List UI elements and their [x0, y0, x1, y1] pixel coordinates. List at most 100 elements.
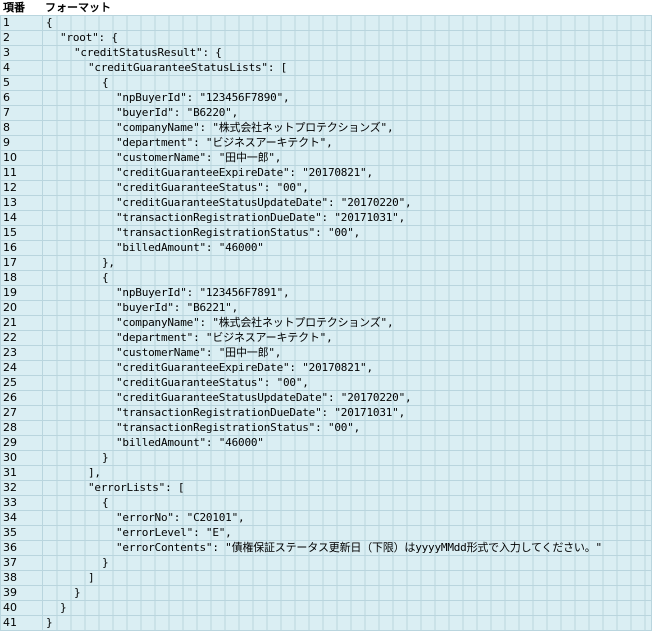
format-cell[interactable]: "creditGuaranteeStatusUpdateDate": "2017… — [42, 390, 652, 406]
format-cell[interactable]: "errorNo": "C20101", — [42, 510, 652, 526]
row-number-cell[interactable]: 32 — [0, 480, 43, 496]
row-number-cell[interactable]: 31 — [0, 465, 43, 481]
row-number-cell[interactable]: 18 — [0, 270, 43, 286]
format-cell[interactable]: "customerName": "田中一郎", — [42, 150, 652, 166]
row-number-cell[interactable]: 15 — [0, 225, 43, 241]
row-number-cell[interactable]: 14 — [0, 210, 43, 226]
row-number-cell[interactable]: 7 — [0, 105, 43, 121]
row-number-cell[interactable]: 3 — [0, 45, 43, 61]
row-number-cell[interactable]: 23 — [0, 345, 43, 361]
row-number-cell[interactable]: 25 — [0, 375, 43, 391]
format-cell[interactable]: "npBuyerId": "123456F7891", — [42, 285, 652, 301]
format-cell[interactable]: } — [42, 615, 652, 631]
format-cell[interactable]: "companyName": "株式会社ネットプロテクションズ", — [42, 120, 652, 136]
format-cell[interactable]: "buyerId": "B6221", — [42, 300, 652, 316]
row-number-cell[interactable]: 27 — [0, 405, 43, 421]
row-number-cell[interactable]: 22 — [0, 330, 43, 346]
row-number-cell[interactable]: 5 — [0, 75, 43, 91]
format-line-text: "billedAmount": "46000" — [116, 436, 264, 450]
row-number-cell[interactable]: 16 — [0, 240, 43, 256]
format-cell[interactable]: "transactionRegistrationDueDate": "20171… — [42, 405, 652, 421]
row-number-cell[interactable]: 30 — [0, 450, 43, 466]
row-number-cell[interactable]: 21 — [0, 315, 43, 331]
table-row: 4"creditGuaranteeStatusLists": [ — [0, 60, 652, 76]
row-number-cell[interactable]: 11 — [0, 165, 43, 181]
format-cell[interactable]: }, — [42, 255, 652, 271]
row-number-cell[interactable]: 35 — [0, 525, 43, 541]
row-number-cell[interactable]: 28 — [0, 420, 43, 436]
table-row: 29 "billedAmount": "46000" — [0, 435, 652, 451]
column-header-number[interactable]: 項番 — [0, 0, 43, 16]
format-line-text: } — [60, 601, 67, 615]
row-number-cell[interactable]: 40 — [0, 600, 43, 616]
format-cell[interactable]: ], — [42, 465, 652, 481]
format-cell[interactable]: "creditStatusResult": { — [42, 45, 652, 61]
format-line-text: "creditGuaranteeStatusUpdateDate": "2017… — [116, 196, 412, 210]
format-cell[interactable]: "transactionRegistrationStatus": "00", — [42, 225, 652, 241]
row-number-cell[interactable]: 6 — [0, 90, 43, 106]
format-cell[interactable]: { — [42, 15, 652, 31]
format-cell[interactable]: "customerName": "田中一郎", — [42, 345, 652, 361]
row-number-cell[interactable]: 1 — [0, 15, 43, 31]
format-line-text: { — [102, 496, 109, 510]
format-line-text: "buyerId": "B6221", — [116, 301, 239, 315]
format-cell[interactable]: "creditGuaranteeStatus": "00", — [42, 180, 652, 196]
table-row: 2"root": { — [0, 30, 652, 46]
row-number-cell[interactable]: 36 — [0, 540, 43, 556]
row-number-cell[interactable]: 37 — [0, 555, 43, 571]
row-number-cell[interactable]: 24 — [0, 360, 43, 376]
row-number-cell[interactable]: 13 — [0, 195, 43, 211]
format-cell[interactable]: } — [42, 585, 652, 601]
row-number-cell[interactable]: 34 — [0, 510, 43, 526]
format-cell[interactable]: "errorLevel": "E", — [42, 525, 652, 541]
row-number-cell[interactable]: 12 — [0, 180, 43, 196]
row-number-cell[interactable]: 41 — [0, 615, 43, 631]
format-cell[interactable]: "errorContents": "債権保証ステータス更新日（下限）はyyyyM… — [42, 540, 652, 556]
format-cell[interactable]: "companyName": "株式会社ネットプロテクションズ", — [42, 315, 652, 331]
row-number-cell[interactable]: 17 — [0, 255, 43, 271]
format-cell[interactable]: "creditGuaranteeExpireDate": "20170821", — [42, 360, 652, 376]
format-cell[interactable]: { — [42, 270, 652, 286]
table-row: 35"errorLevel": "E", — [0, 525, 652, 541]
row-number-cell[interactable]: 39 — [0, 585, 43, 601]
row-number-cell[interactable]: 2 — [0, 30, 43, 46]
row-number-cell[interactable]: 19 — [0, 285, 43, 301]
row-number-cell[interactable]: 10 — [0, 150, 43, 166]
column-header-format[interactable]: フォーマット — [42, 0, 652, 16]
format-cell[interactable]: } — [42, 555, 652, 571]
format-cell[interactable]: "billedAmount": "46000" — [42, 240, 652, 256]
format-cell[interactable]: "transactionRegistrationDueDate": "20171… — [42, 210, 652, 226]
table-row: 24"creditGuaranteeExpireDate": "20170821… — [0, 360, 652, 376]
format-cell[interactable]: "root": { — [42, 30, 652, 46]
format-cell[interactable]: "errorLists": [ — [42, 480, 652, 496]
format-cell[interactable]: "creditGuaranteeStatusLists": [ — [42, 60, 652, 76]
format-cell[interactable]: "npBuyerId": "123456F7890", — [42, 90, 652, 106]
format-cell[interactable]: "transactionRegistrationStatus": "00", — [42, 420, 652, 436]
row-number-cell[interactable]: 29 — [0, 435, 43, 451]
format-cell[interactable]: } — [42, 450, 652, 466]
row-number-cell[interactable]: 20 — [0, 300, 43, 316]
row-number-cell[interactable]: 26 — [0, 390, 43, 406]
format-line-text: "npBuyerId": "123456F7891", — [116, 286, 290, 300]
table-row: 8"companyName": "株式会社ネットプロテクションズ", — [0, 120, 652, 136]
format-cell[interactable]: } — [42, 600, 652, 616]
format-cell[interactable]: "department": "ビジネスアーキテクト", — [42, 330, 652, 346]
format-line-text: ] — [88, 571, 95, 585]
format-cell[interactable]: "buyerId": "B6220", — [42, 105, 652, 121]
format-line-text: } — [102, 556, 109, 570]
table-row: 12"creditGuaranteeStatus": "00", — [0, 180, 652, 196]
header-row: 項番 フォーマット — [0, 0, 652, 16]
row-number-cell[interactable]: 8 — [0, 120, 43, 136]
format-cell[interactable]: "creditGuaranteeExpireDate": "20170821", — [42, 165, 652, 181]
row-number-cell[interactable]: 9 — [0, 135, 43, 151]
format-cell[interactable]: ] — [42, 570, 652, 586]
row-number-cell[interactable]: 4 — [0, 60, 43, 76]
row-number-cell[interactable]: 38 — [0, 570, 43, 586]
format-cell[interactable]: "creditGuaranteeStatus": "00", — [42, 375, 652, 391]
row-number-cell[interactable]: 33 — [0, 495, 43, 511]
format-cell[interactable]: "billedAmount": "46000" — [42, 435, 652, 451]
format-cell[interactable]: "department": "ビジネスアーキテクト", — [42, 135, 652, 151]
format-cell[interactable]: { — [42, 75, 652, 91]
format-cell[interactable]: { — [42, 495, 652, 511]
format-cell[interactable]: "creditGuaranteeStatusUpdateDate": "2017… — [42, 195, 652, 211]
